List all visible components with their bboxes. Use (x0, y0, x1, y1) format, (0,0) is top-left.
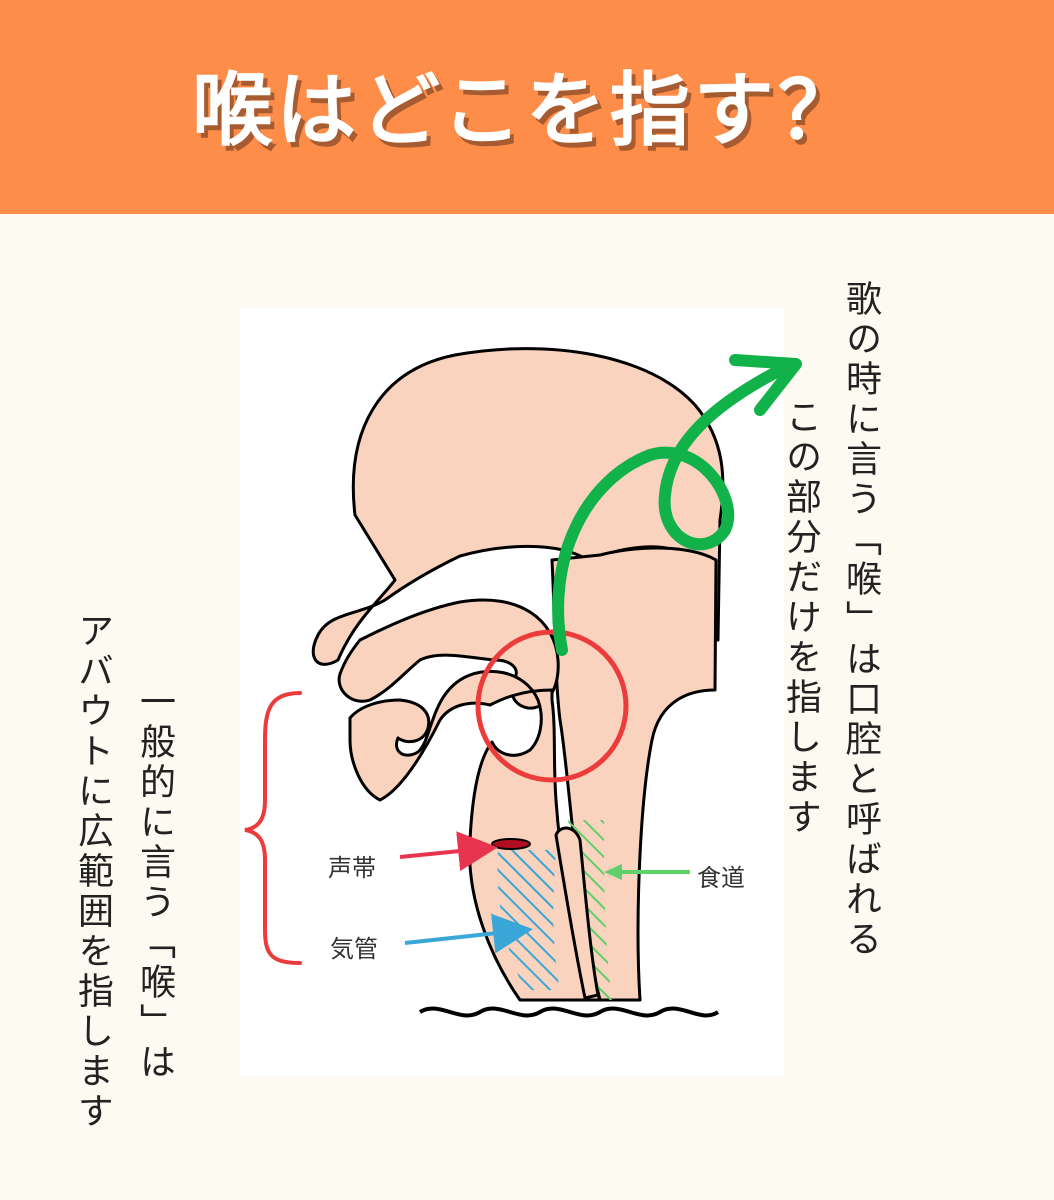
left-note-line2: アバウトに広範囲を指します (72, 612, 113, 1132)
left-note-line1: 一般的に言う「喉」は (134, 683, 175, 1083)
green-arrowhead (729, 354, 802, 416)
page-title: 喉はどこを指す？ (192, 64, 862, 157)
esophagus-pointer-head (604, 864, 622, 880)
vocal-cords-pointer (399, 831, 498, 872)
vocal-cords-mark (491, 838, 531, 850)
label-vocal-cords: 声帯 (328, 854, 376, 882)
label-esophagus: 食道 (697, 864, 745, 892)
left-bracket (244, 691, 302, 965)
header-banner: 喉はどこを指す？ (0, 0, 1054, 214)
oral-cavity-circle (475, 629, 629, 783)
right-note-line1: 歌の時に言う「喉」は口腔と呼ばれる (840, 280, 881, 960)
epiglottis (554, 826, 600, 1000)
cut-line (418, 1006, 720, 1018)
green-arrow (552, 359, 796, 656)
trachea-pointer (404, 913, 533, 954)
right-note-line2: この部分だけを指します (780, 398, 821, 838)
label-trachea: 気管 (330, 935, 378, 963)
